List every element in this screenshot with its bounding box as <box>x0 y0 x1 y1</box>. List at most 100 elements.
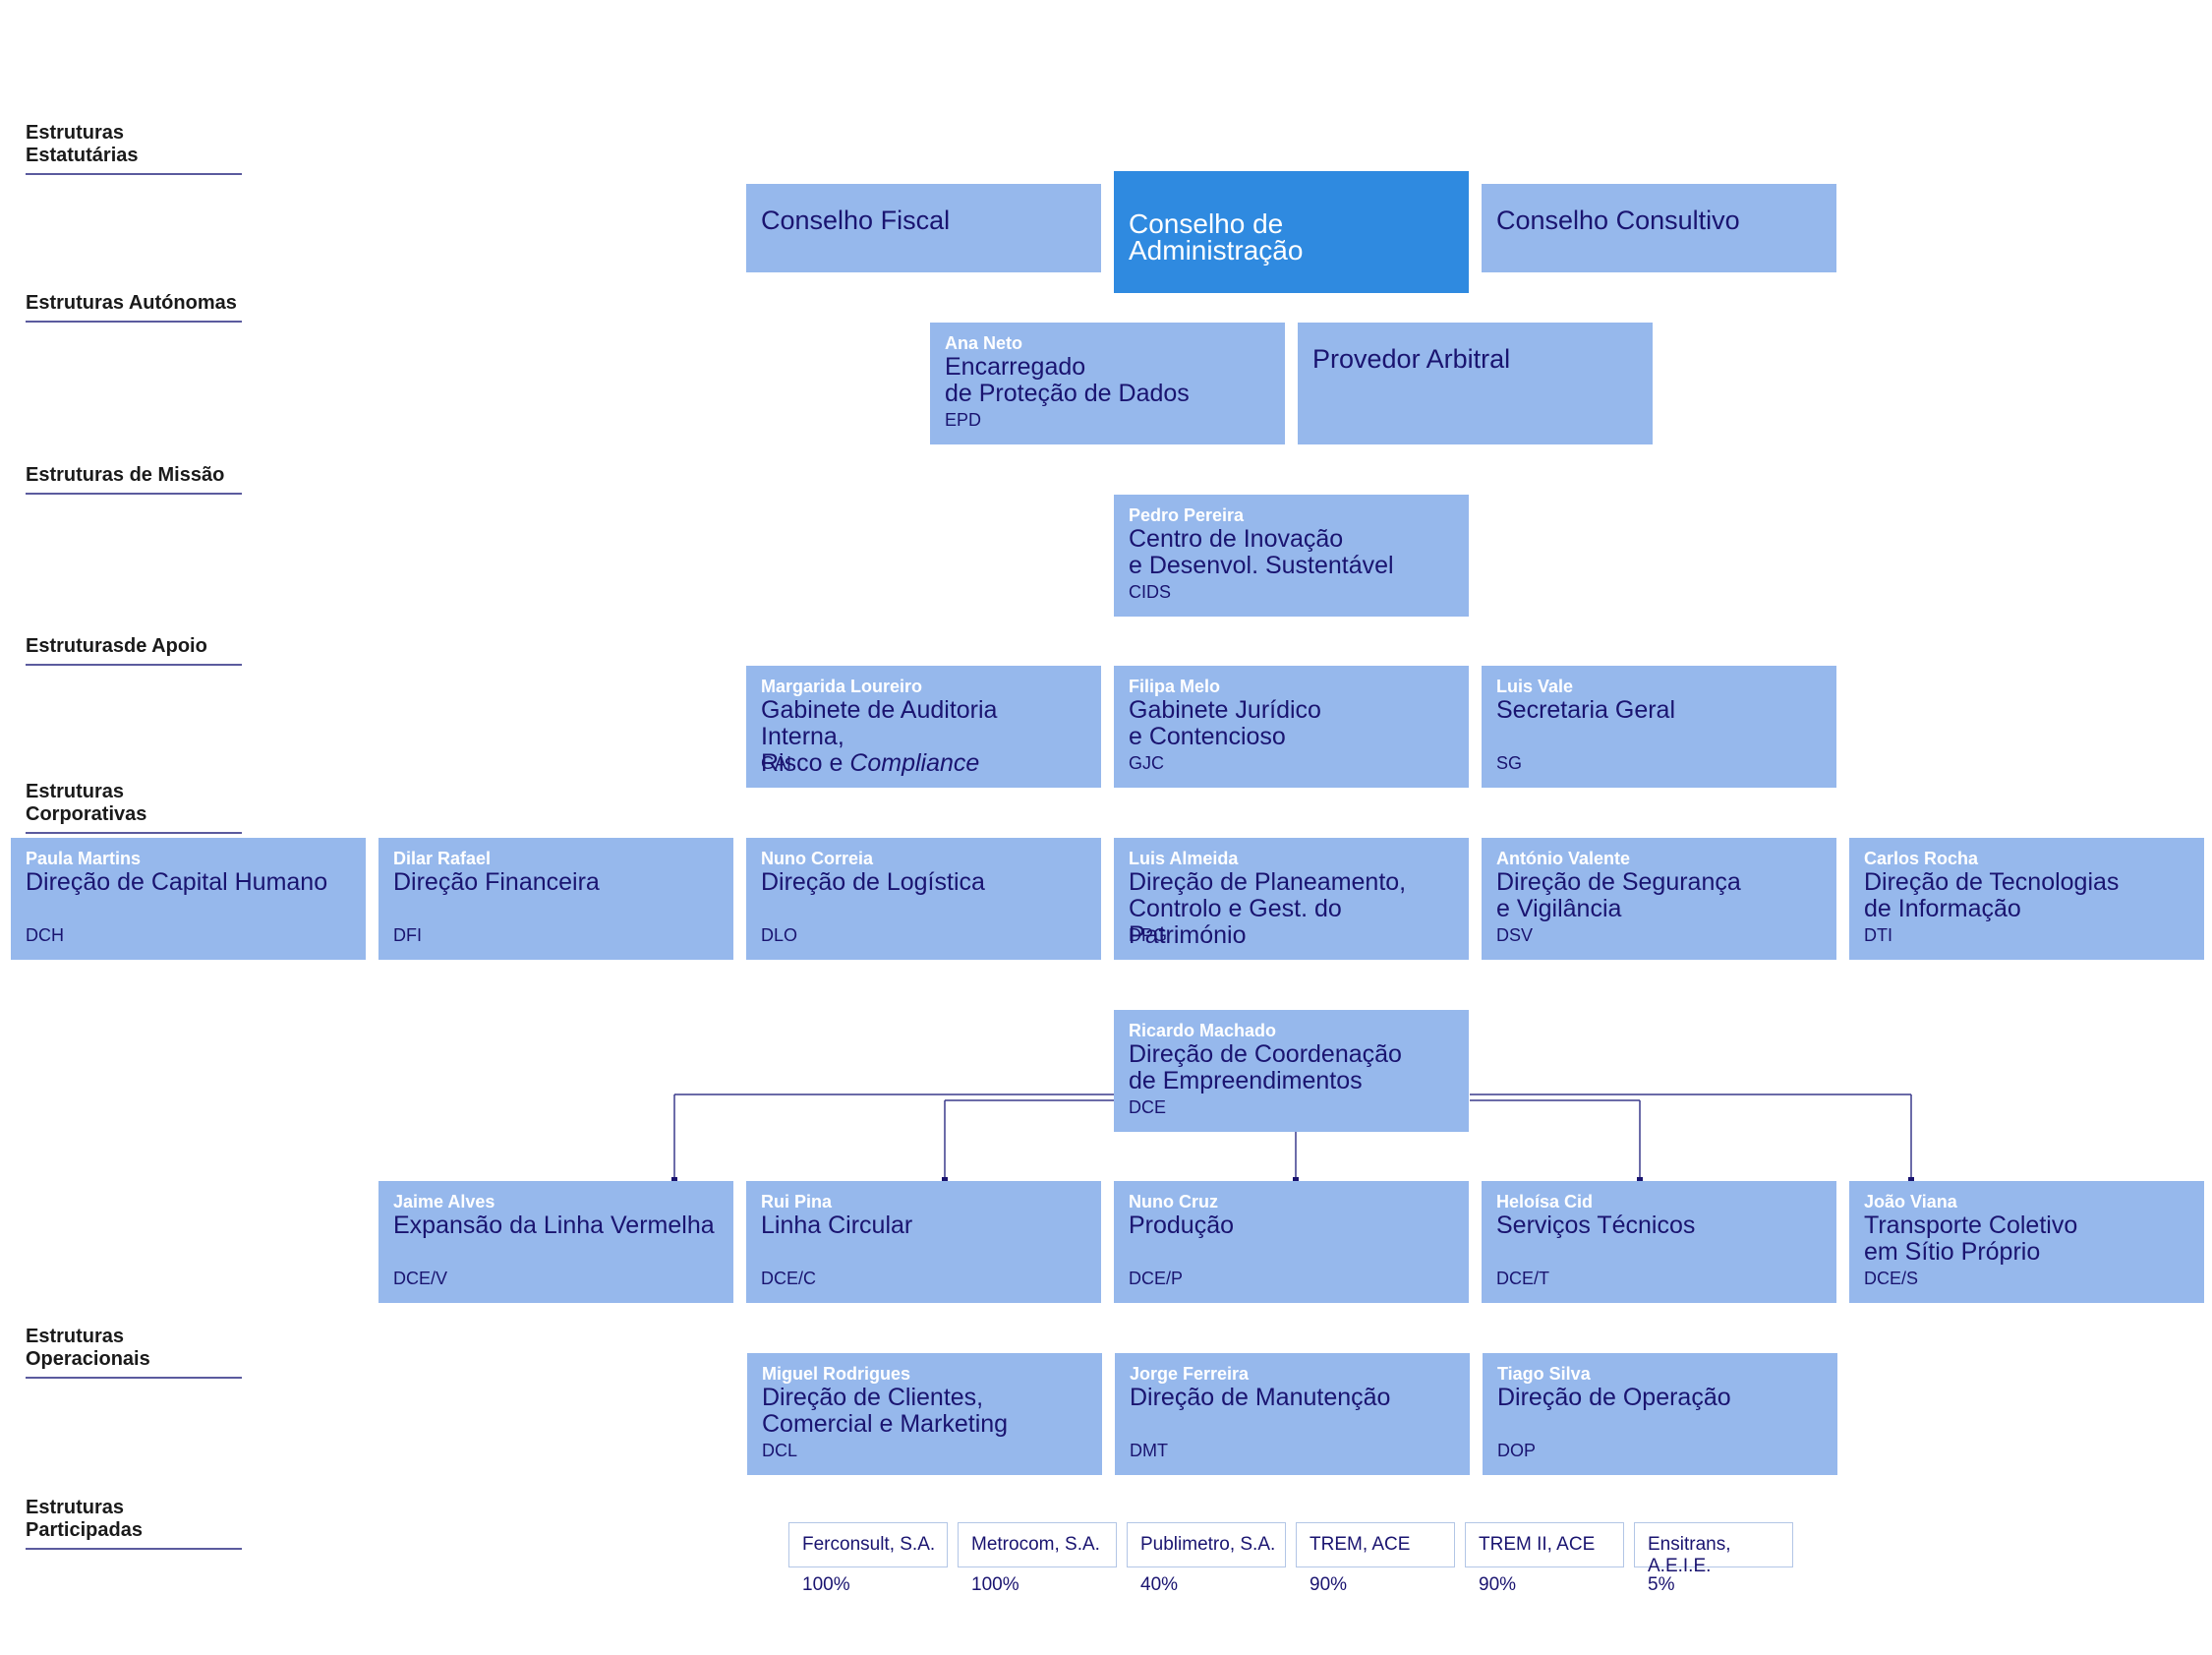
subsidiary-metrocom: Metrocom, S.A. <box>958 1522 1117 1567</box>
box-title: Serviços Técnicos <box>1496 1212 1696 1239</box>
box-code: GJC <box>1129 753 1164 773</box>
share-publimetro: 40% <box>1140 1574 1179 1595</box>
box-provedor-arbitral: Provedor Arbitral <box>1298 323 1653 444</box>
box-code: DTI <box>1864 925 1892 945</box>
box-code: DCH <box>26 925 64 945</box>
title-part-italic: Compliance <box>849 749 980 777</box>
box-title: Direção de Operação <box>1497 1384 1731 1411</box>
box-title: Direção de Manutenção <box>1130 1384 1391 1411</box>
section-mission: Estruturas de Missão <box>26 464 242 495</box>
box-code: SG <box>1496 753 1523 773</box>
box-title: em Sítio Próprio <box>1864 1238 2041 1266</box>
box-title: Direção Financeira <box>393 868 600 896</box>
box-code: DCE/V <box>393 1269 448 1288</box>
subsidiary-trem-ii: TREM II, ACE <box>1465 1522 1624 1567</box>
box-dcl: Miguel Rodrigues Direção de Clientes, Co… <box>747 1353 1102 1475</box>
box-dfi: Dilar Rafael Direção Financeira DFI <box>378 838 733 960</box>
box-title: Linha Circular <box>761 1212 913 1239</box>
box-conselho-consultivo: Conselho Consultivo <box>1482 184 1836 272</box>
box-code: DLO <box>761 925 798 945</box>
box-code: DCE/C <box>761 1269 817 1288</box>
box-dce-v: Jaime Alves Expansão da Linha Vermelha D… <box>378 1181 733 1303</box>
box-title: Controlo e Gest. do Património <box>1129 895 1342 949</box>
box-title: Centro de Inovação <box>1129 525 1344 553</box>
box-conselho-administracao: Conselho de Administração <box>1114 171 1469 293</box>
box-person: Luis Vale <box>1496 677 1574 696</box>
box-title: Direção de Capital Humano <box>26 868 328 896</box>
box-person: Pedro Pereira <box>1129 505 1245 525</box>
box-code: CIDS <box>1129 582 1172 602</box>
box-title: Conselho de Administração <box>1129 208 1304 266</box>
box-code: DCE/S <box>1864 1269 1919 1288</box>
box-title: Gabinete Jurídico <box>1129 696 1321 724</box>
section-autonomous: Estruturas Autónomas <box>26 292 242 323</box>
box-dce-p: Nuno Cruz Produção DCE/P <box>1114 1181 1469 1303</box>
box-person: Nuno Correia <box>761 849 874 868</box>
box-person: Paula Martins <box>26 849 142 868</box>
share-trem: 90% <box>1310 1574 1348 1595</box>
share-ensitrans: 5% <box>1648 1574 1675 1595</box>
section-support: Estruturasde Apoio <box>26 635 242 666</box>
share-trem-ii: 90% <box>1479 1574 1517 1595</box>
box-person: Filipa Melo <box>1129 677 1221 696</box>
box-title: Transporte Coletivo <box>1864 1212 2078 1239</box>
box-title: Risco e Compliance <box>761 750 1087 777</box>
box-person: Ana Neto <box>945 333 1023 353</box>
box-title: Direção de Tecnologias <box>1864 868 2120 896</box>
subsidiary-ferconsult: Ferconsult, S.A. <box>788 1522 948 1567</box>
box-dti: Carlos Rocha Direção de Tecnologias de I… <box>1849 838 2204 960</box>
box-dce-s: João Viana Transporte Coletivo em Sítio … <box>1849 1181 2204 1303</box>
box-title: de Empreendimentos <box>1129 1067 1363 1094</box>
subsidiary-ensitrans: Ensitrans, A.E.I.E. <box>1634 1522 1793 1576</box>
box-dce-t: Heloísa Cid Serviços Técnicos DCE/T <box>1482 1181 1836 1303</box>
box-title: Direção de Coordenação <box>1129 1040 1402 1068</box>
box-title: de Proteção de Dados <box>945 380 1190 407</box>
box-title: Provedor Arbitral <box>1312 344 1511 374</box>
box-title: Expansão da Linha Vermelha <box>393 1212 715 1239</box>
box-code: DFI <box>393 925 422 945</box>
section-statutory: Estruturas Estatutárias <box>26 122 242 175</box>
box-person: Jorge Ferreira <box>1130 1364 1250 1384</box>
box-sg: Luis Vale Secretaria Geral SG <box>1482 666 1836 788</box>
box-person: Heloísa Cid <box>1496 1192 1594 1212</box>
box-title: e Vigilância <box>1496 895 1622 922</box>
box-title: Conselho Consultivo <box>1496 206 1740 235</box>
box-person: António Valente <box>1496 849 1631 868</box>
box-dce-c: Rui Pina Linha Circular DCE/C <box>746 1181 1101 1303</box>
share-ferconsult: 100% <box>802 1574 850 1595</box>
box-person: Dilar Rafael <box>393 849 492 868</box>
box-code: DCE <box>1129 1097 1167 1117</box>
box-title: Produção <box>1129 1212 1235 1239</box>
box-title: Conselho Fiscal <box>761 206 951 235</box>
box-title: Encarregado <box>945 353 1086 381</box>
box-dmt: Jorge Ferreira Direção de Manutenção DMT <box>1115 1353 1470 1475</box>
box-dop: Tiago Silva Direção de Operação DOP <box>1483 1353 1837 1475</box>
box-code: DCE/P <box>1129 1269 1184 1288</box>
box-code: DSV <box>1496 925 1534 945</box>
section-corporate: Estruturas Corporativas <box>26 781 242 834</box>
box-title: Comercial e Marketing <box>762 1410 1009 1438</box>
box-title: de Informação <box>1864 895 2021 922</box>
section-operational: Estruturas Operacionais <box>26 1326 242 1379</box>
box-person: Miguel Rodrigues <box>762 1364 911 1384</box>
box-code: GAI <box>761 753 792 773</box>
box-person: Carlos Rocha <box>1864 849 1979 868</box>
box-gjc: Filipa Melo Gabinete Jurídico e Contenci… <box>1114 666 1469 788</box>
box-dch: Paula Martins Direção de Capital Humano … <box>11 838 366 960</box>
box-title: Direção de Planeamento, <box>1129 868 1407 896</box>
box-epd: Ana Neto Encarregado de Proteção de Dado… <box>930 323 1285 444</box>
box-dsv: António Valente Direção de Segurança e V… <box>1482 838 1836 960</box>
section-participated: Estruturas Participadas <box>26 1497 242 1550</box>
box-title: Direção de Logística <box>761 868 985 896</box>
box-title: Secretaria Geral <box>1496 696 1676 724</box>
title-part: Risco e <box>761 749 850 777</box>
box-person: Jaime Alves <box>393 1192 495 1212</box>
box-code: DMT <box>1130 1441 1168 1460</box>
box-conselho-fiscal: Conselho Fiscal <box>746 184 1101 272</box>
box-dlo: Nuno Correia Direção de Logística DLO <box>746 838 1101 960</box>
box-person: Rui Pina <box>761 1192 833 1212</box>
box-title: Direção de Segurança <box>1496 868 1741 896</box>
box-code: DOP <box>1497 1441 1537 1460</box>
box-code: EPD <box>945 410 982 430</box>
box-title: e Desenvol. Sustentável <box>1129 552 1394 579</box>
